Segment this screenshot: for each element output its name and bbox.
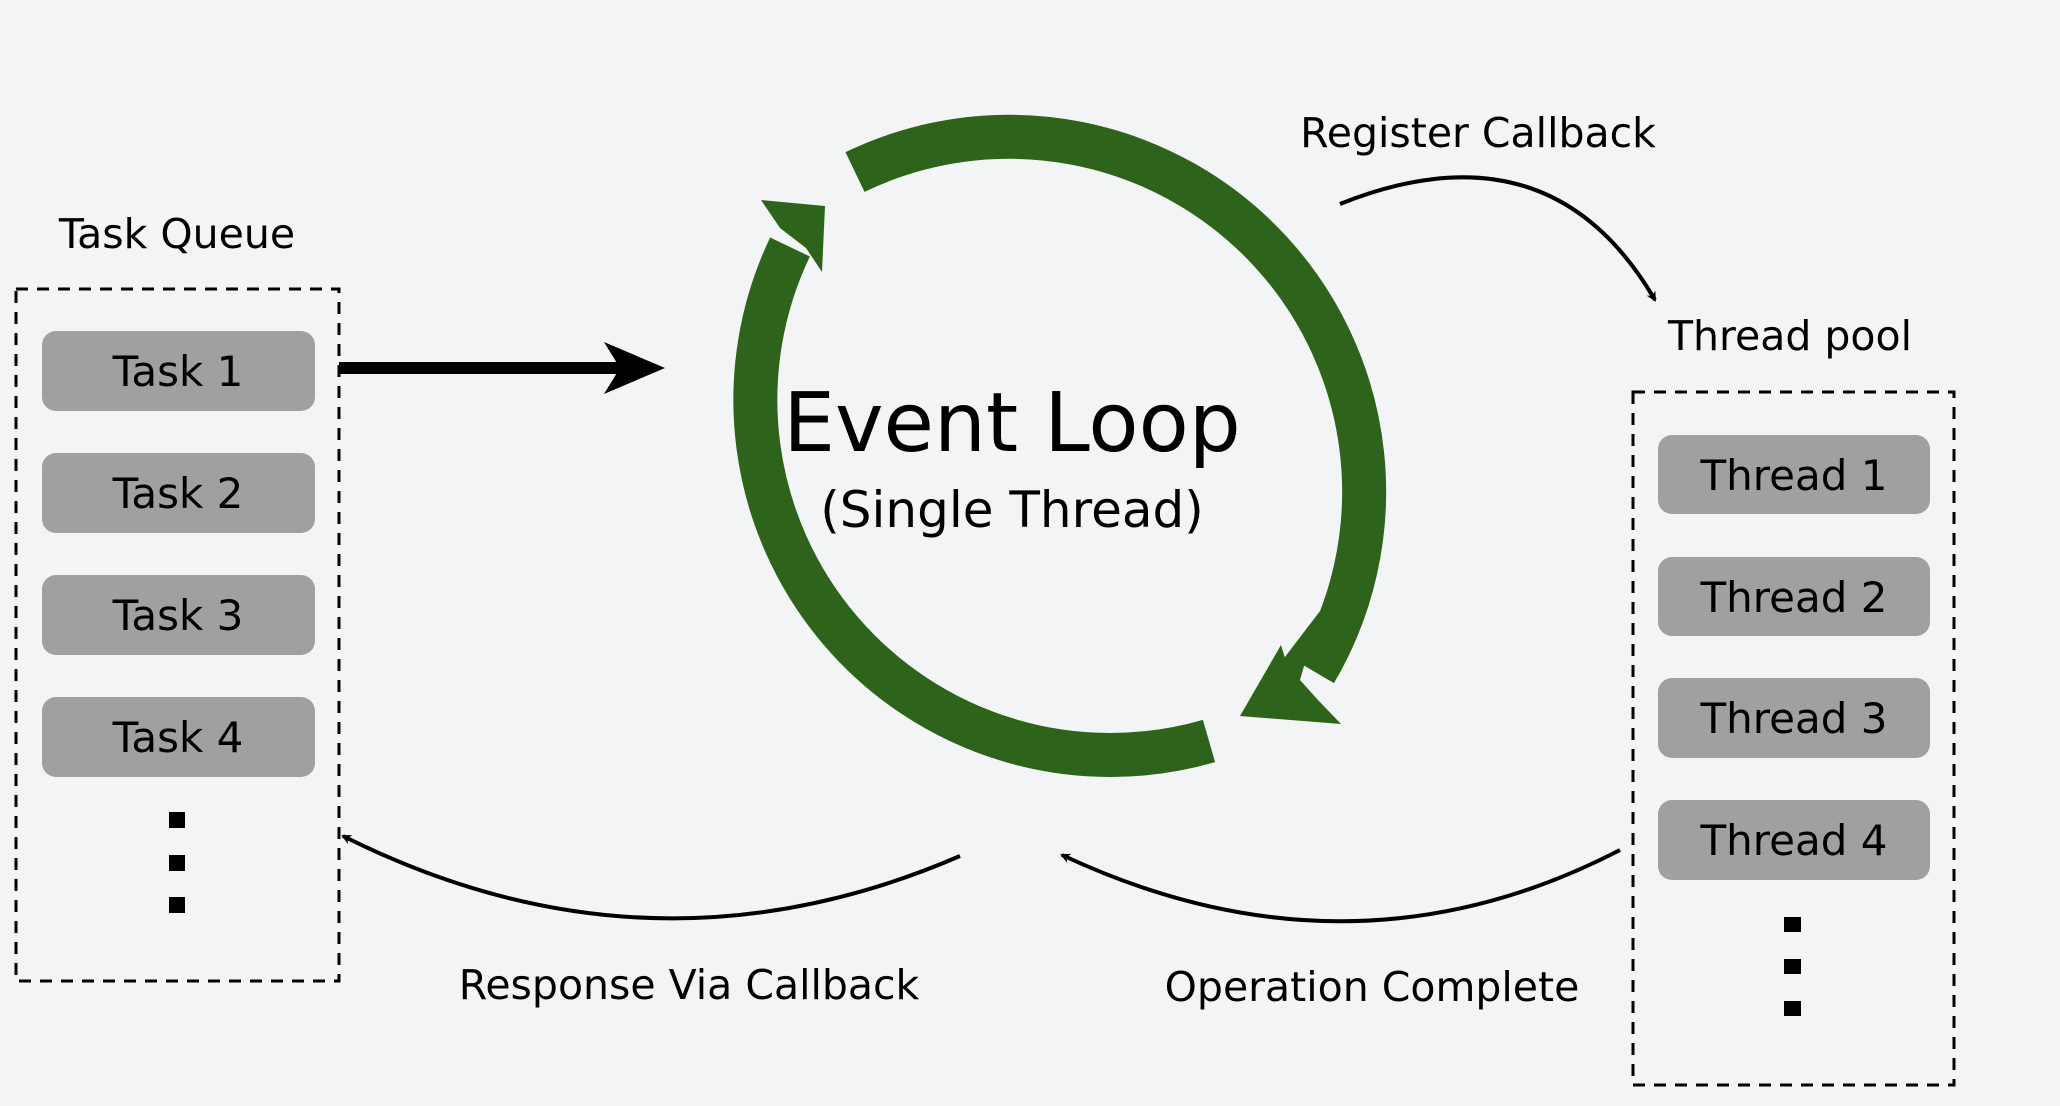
thread-pool: Thread pool Thread 1 Thread 2 Thread 3 T…	[1631, 312, 1956, 1087]
dequeue-arrow	[339, 342, 665, 394]
task-queue-label: Task Queue	[58, 210, 295, 258]
task-label: Task 1	[112, 347, 244, 396]
thread-pool-container	[1631, 390, 1956, 1087]
task-item[interactable]: Task 1	[42, 331, 315, 411]
register-callback-label: Register Callback	[1300, 109, 1656, 157]
event-loop-title: Event Loop	[783, 376, 1241, 471]
thread-item[interactable]: Thread 4	[1658, 800, 1930, 880]
task-label: Task 2	[112, 469, 244, 518]
event-loop-ring	[733, 114, 1387, 777]
operation-complete-arrow	[1060, 848, 1621, 924]
operation-complete-label: Operation Complete	[1165, 963, 1580, 1011]
loop-arrowhead-icon	[761, 200, 1341, 724]
thread-pool-label: Thread pool	[1667, 312, 1912, 360]
task-item[interactable]: Task 4	[42, 697, 315, 777]
thread-item[interactable]: Thread 2	[1658, 557, 1930, 636]
loop-arc-bottom-left	[733, 237, 1216, 777]
task-queue: Task Queue Task 1 Task 2 Task 3 Task 4	[14, 210, 341, 983]
task-item[interactable]: Task 2	[42, 453, 315, 533]
thread-label: Thread 3	[1700, 694, 1888, 743]
task-item[interactable]: Task 3	[42, 575, 315, 655]
vertical-ellipsis-icon	[169, 812, 185, 913]
thread-label: Thread 1	[1700, 451, 1888, 500]
loop-arc-top-right	[845, 114, 1387, 684]
task-label: Task 4	[112, 713, 244, 762]
task-queue-container	[14, 287, 341, 983]
thread-item[interactable]: Thread 3	[1658, 678, 1930, 758]
thread-label: Thread 2	[1700, 573, 1888, 622]
task-label: Task 3	[112, 591, 244, 640]
response-callback-arrow	[341, 834, 961, 921]
response-via-callback-label: Response Via Callback	[459, 961, 920, 1009]
thread-item[interactable]: Thread 1	[1658, 435, 1930, 514]
register-callback-arrow	[1339, 175, 1657, 302]
event-loop-subtitle: (Single Thread)	[820, 481, 1203, 539]
vertical-ellipsis-icon	[1784, 917, 1801, 1016]
thread-label: Thread 4	[1700, 816, 1888, 865]
